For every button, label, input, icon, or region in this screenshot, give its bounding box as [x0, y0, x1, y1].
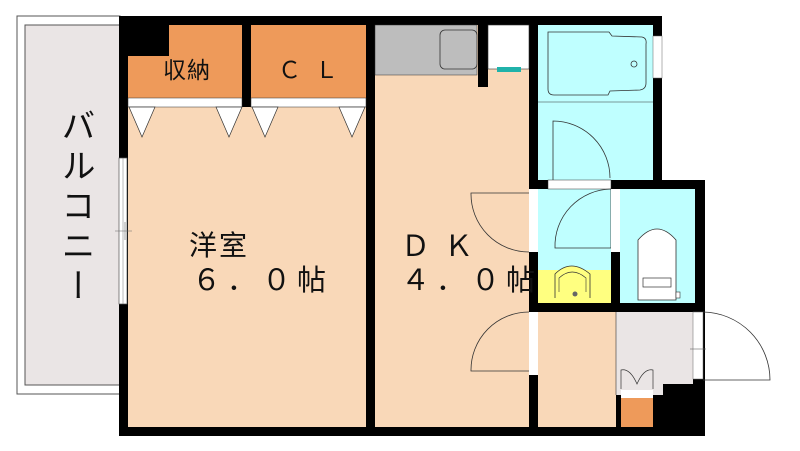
bath-door-swing — [552, 120, 611, 180]
dk-door-swing-upper — [470, 192, 530, 253]
dk-door-swing-lower — [470, 311, 530, 372]
balcony-floor — [24, 24, 121, 386]
folding-doors — [128, 106, 366, 138]
western-room-size: ６．０帖 — [192, 263, 333, 297]
dk-floor — [375, 25, 529, 427]
dk-label: ＤＫ — [401, 229, 488, 263]
shoe-cabinet — [621, 398, 653, 427]
storage-label: 収納 — [163, 58, 211, 84]
closet — [251, 25, 366, 98]
western-room-label: 洋室 — [189, 229, 250, 262]
bathtub — [547, 31, 647, 96]
hallway — [538, 312, 616, 427]
kitchen-sink — [439, 29, 478, 70]
entrance-door-swing — [702, 311, 771, 381]
refrigerator-space — [487, 24, 530, 70]
dk-size: ４．０帖 — [401, 263, 542, 297]
balcony-label: バルコニー — [55, 108, 95, 308]
toilet — [637, 228, 677, 301]
entrance — [616, 312, 693, 395]
closet-label: ＣＬ — [278, 58, 352, 84]
washbasin — [554, 265, 591, 298]
